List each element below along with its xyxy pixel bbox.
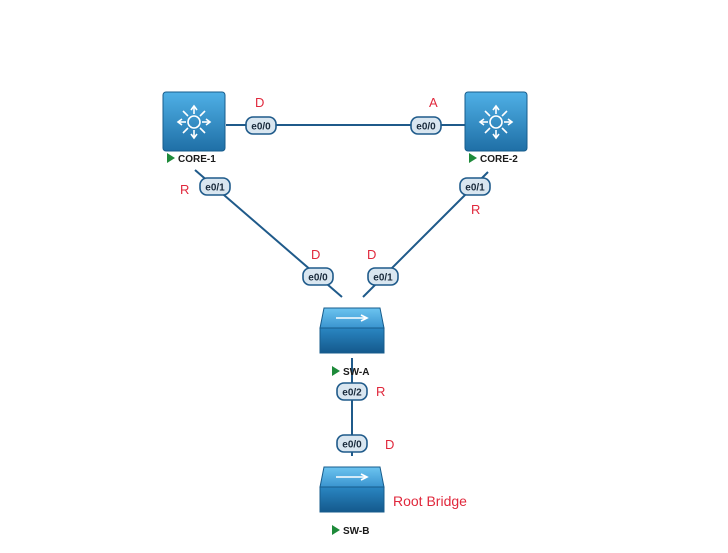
device-swb[interactable]: SW-B (319, 466, 385, 537)
switch-icon (319, 307, 385, 354)
port-swa-e0-0[interactable]: e0/0 (302, 267, 334, 286)
port-core1-e0-1[interactable]: e0/1 (199, 177, 231, 196)
multilayer-switch-icon (464, 91, 528, 152)
status-up-icon (332, 525, 340, 535)
role-swb-e0-0: D (385, 437, 394, 452)
device-swa[interactable]: SW-A (319, 307, 385, 378)
port-swa-e0-2[interactable]: e0/2 (336, 382, 368, 401)
role-swa-e0-0: D (311, 247, 320, 262)
role-core1-e0-0: D (255, 95, 264, 110)
status-up-icon (469, 153, 477, 163)
port-name: e0/0 (308, 273, 328, 284)
root-bridge-label: Root Bridge (393, 493, 467, 509)
role-swa-e0-1: D (367, 247, 376, 262)
device-label-swa: SW-A (343, 367, 369, 378)
device-label-core1: CORE-1 (178, 154, 216, 165)
port-name: e0/0 (342, 440, 362, 451)
role-swa-e0-2: R (376, 384, 385, 399)
links (194, 124, 489, 456)
status-up-icon (167, 153, 175, 163)
port-labels: e0/0 e0/0 e0/1 e0/0 e0/1 e0/1 e0/2 e0/0 (199, 116, 491, 453)
port-swa-e0-1[interactable]: e0/1 (367, 267, 399, 286)
port-core1-e0-0[interactable]: e0/0 (245, 116, 277, 135)
port-roles: D A R D R D R D (180, 95, 480, 452)
port-name: e0/1 (205, 183, 225, 194)
multilayer-switch-icon (162, 91, 226, 152)
role-core2-e0-0: A (429, 95, 438, 110)
device-core2[interactable]: CORE-2 (464, 91, 528, 165)
device-label-core2: CORE-2 (480, 154, 518, 165)
port-name: e0/2 (342, 388, 362, 399)
status-up-icon (332, 366, 340, 376)
switch-icon (319, 466, 385, 513)
port-name: e0/0 (251, 122, 271, 133)
port-name: e0/1 (373, 273, 393, 284)
port-swb-e0-0[interactable]: e0/0 (336, 434, 368, 453)
port-core2-e0-0[interactable]: e0/0 (410, 116, 442, 135)
port-core2-e0-1[interactable]: e0/1 (459, 177, 491, 196)
port-name: e0/0 (416, 122, 436, 133)
device-core1[interactable]: CORE-1 (162, 91, 226, 165)
device-label-swb: SW-B (343, 526, 369, 537)
port-name: e0/1 (465, 183, 485, 194)
role-core1-e0-1: R (180, 182, 189, 197)
role-core2-e0-1: R (471, 202, 480, 217)
